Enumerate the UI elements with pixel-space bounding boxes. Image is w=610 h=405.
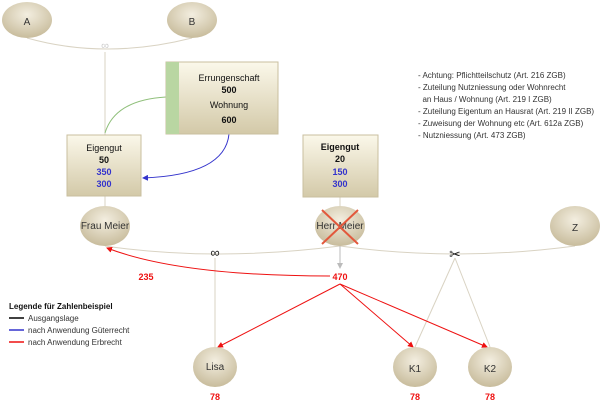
person-k2[interactable]: K2 [468,347,512,387]
note-item: an Haus / Wohnung (Art. 219 I ZGB) [418,95,552,104]
box-title: Errungenschaft [198,73,260,83]
value-gueterrecht-alt: 300 [332,179,347,189]
legend-item: nach Anwendung Erbrecht [28,338,123,347]
person-label: Frau Meier [81,221,130,232]
errungenschaft-box[interactable]: Errungenschaft 500 Wohnung 600 [165,61,279,135]
erbrecht-arrows [106,246,488,348]
erbrecht-value-k2: 78 [485,392,495,402]
box-title: Eigengut [86,143,122,153]
erbrecht-value-k1: 78 [410,392,420,402]
box-value: 500 [221,85,236,95]
value-ausgangslage: 50 [99,155,109,165]
note-item: - Nutzniessung (Art. 473 ZGB) [418,131,526,140]
value-ausgangslage: 20 [335,154,345,164]
divorce-scissors-icon: ✂ [449,246,461,262]
person-a[interactable]: A [2,2,52,38]
person-label: Lisa [206,362,225,373]
person-label: A [24,17,31,28]
notes-list: - Achtung: Pflichtteilschutz (Art. 216 Z… [418,71,594,140]
person-label: Z [572,223,578,234]
value-gueterrecht: 150 [332,167,347,177]
legend-title: Legende für Zahlenbeispiel [9,302,113,311]
erbrecht-value-lisa: 78 [210,392,220,402]
person-frau-meier[interactable]: Frau Meier [80,206,130,246]
errungenschaft-arrow [104,96,167,134]
legend-item: Ausgangslage [28,314,79,323]
eigengut-frau-box[interactable]: Eigengut 50 350 300 [66,134,142,197]
person-k1[interactable]: K1 [393,347,437,387]
person-label: K2 [484,364,497,375]
marriage-icon: ∞ [210,245,219,260]
person-lisa[interactable]: Lisa [193,347,237,387]
note-item: - Zuteilung Nutzniessung oder Wohnrecht [418,83,566,92]
note-item: - Achtung: Pflichtteilschutz (Art. 216 Z… [418,71,566,80]
note-item: - Zuteilung Eigentum an Hausrat (Art. 21… [418,107,594,116]
eigengut-herr-box[interactable]: Eigengut 20 150 300 [302,134,379,198]
value-gueterrecht-alt: 300 [96,179,111,189]
marriage-icon: ∞ [101,40,109,52]
note-item: - Zuweisung der Wohnung etc (Art. 612a Z… [418,119,584,128]
legend: Legende für Zahlenbeispiel Ausgangslage … [9,302,130,347]
gueterrecht-arrow [142,133,230,181]
person-z[interactable]: Z [550,206,600,246]
deceased-cross-icon [321,209,359,245]
person-herr-meier[interactable]: Herr Meier [315,206,365,246]
person-label: K1 [409,364,422,375]
person-b[interactable]: B [167,2,217,38]
box-title: Eigengut [321,142,360,152]
value-gueterrecht: 350 [96,167,111,177]
relationship-lines [26,37,576,348]
person-label: B [189,17,196,28]
erbrecht-estate: 470 [332,272,347,282]
box-subvalue: 600 [221,115,236,125]
erbrecht-value-frau-meier: 235 [138,272,153,282]
legend-item: nach Anwendung Güterrecht [28,326,130,335]
box-subtitle: Wohnung [210,100,248,110]
